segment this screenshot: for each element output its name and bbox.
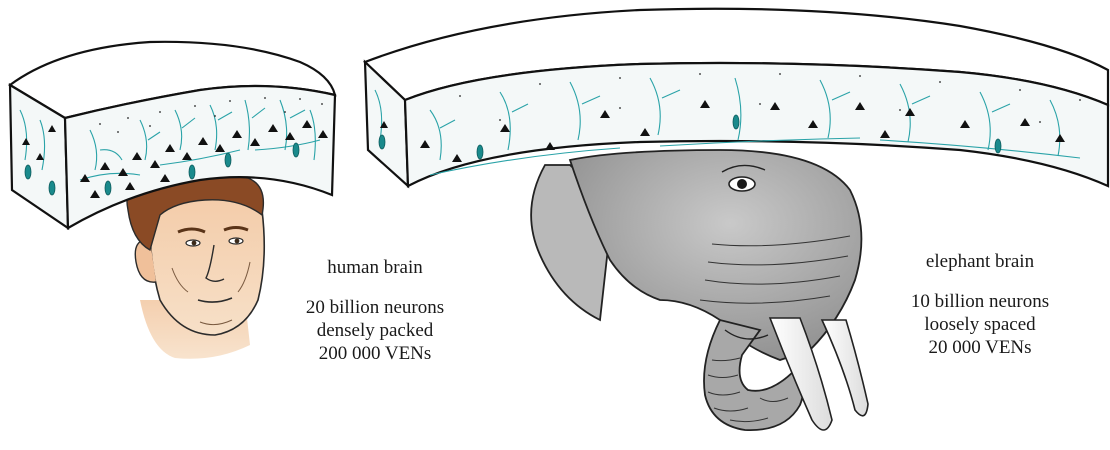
elephant-caption: elephant brain 10 billion neurons loosel… bbox=[870, 250, 1090, 359]
elephant-head bbox=[531, 150, 868, 430]
elephant-neuron-count: 10 billion neurons bbox=[870, 290, 1090, 313]
human-brain-title: human brain bbox=[270, 256, 480, 279]
human-head bbox=[127, 174, 264, 358]
human-neuron-density: densely packed bbox=[270, 319, 480, 342]
elephant-brain-title: elephant brain bbox=[870, 250, 1090, 273]
human-neuron-count: 20 billion neurons bbox=[270, 296, 480, 319]
human-ven-count: 200 000 VENs bbox=[270, 342, 480, 365]
elephant-neuron-density: loosely spaced bbox=[870, 313, 1090, 336]
human-caption: human brain 20 billion neurons densely p… bbox=[270, 256, 480, 365]
elephant-ven-count: 20 000 VENs bbox=[870, 336, 1090, 359]
